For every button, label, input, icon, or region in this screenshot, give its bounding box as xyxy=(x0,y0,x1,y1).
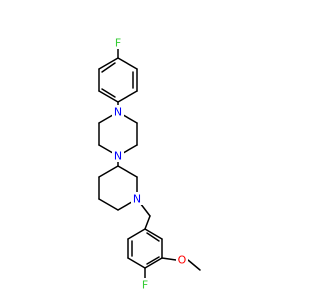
bond xyxy=(127,228,146,240)
bond xyxy=(187,259,201,271)
bond xyxy=(146,256,160,265)
atom-label-f: F xyxy=(115,37,121,50)
bond xyxy=(146,232,160,242)
atom-label-n: N xyxy=(133,193,141,206)
atom-f-bottom: F xyxy=(139,278,151,292)
bonds xyxy=(98,48,201,279)
bond xyxy=(117,90,138,103)
bond xyxy=(98,165,119,178)
molecule-canvas: F N N N O F xyxy=(98,36,201,292)
atom-o-methoxy: O xyxy=(176,253,188,267)
atom-label-f: F xyxy=(142,279,148,292)
bond xyxy=(161,257,177,261)
bond xyxy=(101,62,116,73)
bond xyxy=(144,228,163,240)
atom-label-n: N xyxy=(114,106,122,119)
atom-n-piperazine-top: N xyxy=(112,105,124,119)
bond xyxy=(101,88,116,98)
atom-label-n: N xyxy=(114,150,122,163)
bond xyxy=(117,57,138,70)
bond xyxy=(144,215,151,230)
atom-labels: F N N N O F xyxy=(112,36,188,292)
bond xyxy=(117,165,138,178)
atom-label-o: O xyxy=(178,254,187,267)
bond xyxy=(98,57,119,70)
atom-n-piperazine-bottom: N xyxy=(112,149,124,163)
bond xyxy=(127,257,146,269)
bond xyxy=(144,257,163,269)
bond xyxy=(98,198,119,211)
atom-f-top: F xyxy=(112,36,124,50)
atom-n-piperidine: N xyxy=(131,192,143,206)
molecule-structure: F N N N O F xyxy=(98,36,201,292)
bond xyxy=(98,90,119,103)
